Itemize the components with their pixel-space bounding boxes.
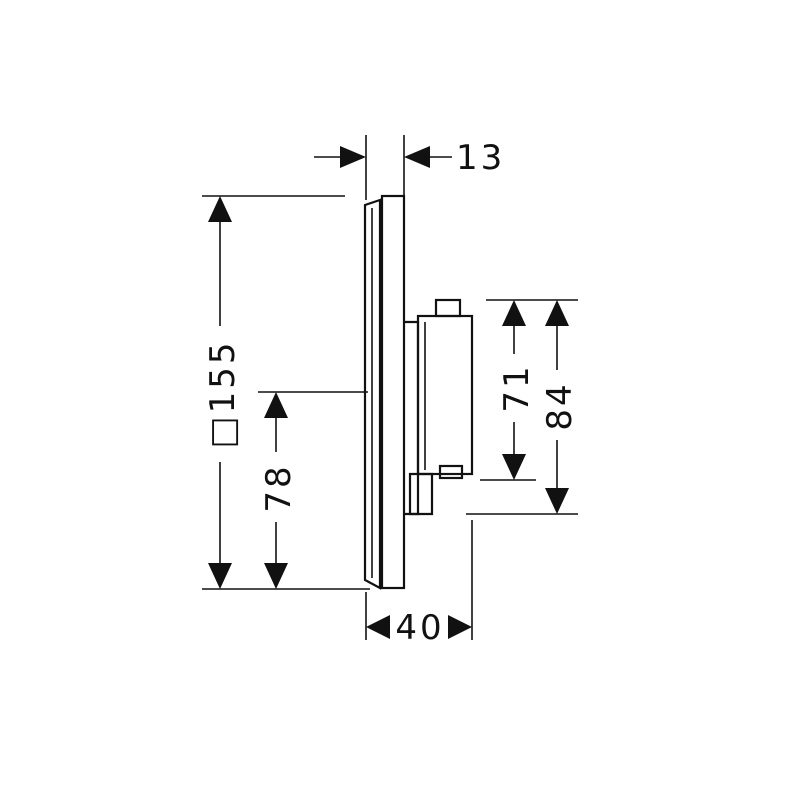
arrow-right [340,146,366,168]
dimension-depth-front: 13 [314,138,505,178]
mounting-foot [408,472,434,516]
arrow-up [208,196,232,222]
arrow-up [545,300,569,326]
cover-plate-outline [363,198,382,590]
arrow-down [502,454,526,480]
label-center-height: 78 [259,463,299,512]
product-profile [363,194,474,590]
label-body-height-outer: 84 [540,381,580,430]
dimension-body-height-inner: 71 [497,300,537,480]
arrow-left [404,146,430,168]
valve-bottom-lip [438,464,464,480]
arrow-left [366,615,390,639]
arrow-up [502,300,526,326]
arrow-down [545,488,569,514]
label-body-height-inner: 71 [497,363,537,412]
valve-top-cap [434,298,462,318]
dimension-center-height: 78 [259,392,299,589]
arrow-up [264,392,288,418]
dimension-total-height: □155 [203,196,243,589]
arrow-down [208,563,232,589]
label-total-height: □155 [203,339,243,448]
label-depth-front: 13 [456,138,505,178]
dimension-total-depth: 40 [366,608,472,648]
arrow-down [264,563,288,589]
dimension-body-height-outer: 84 [540,300,580,514]
rear-plate [380,194,406,590]
arrow-right [448,615,472,639]
valve-body [416,314,474,476]
extension-lines [202,135,578,640]
label-total-depth: 40 [395,608,444,648]
